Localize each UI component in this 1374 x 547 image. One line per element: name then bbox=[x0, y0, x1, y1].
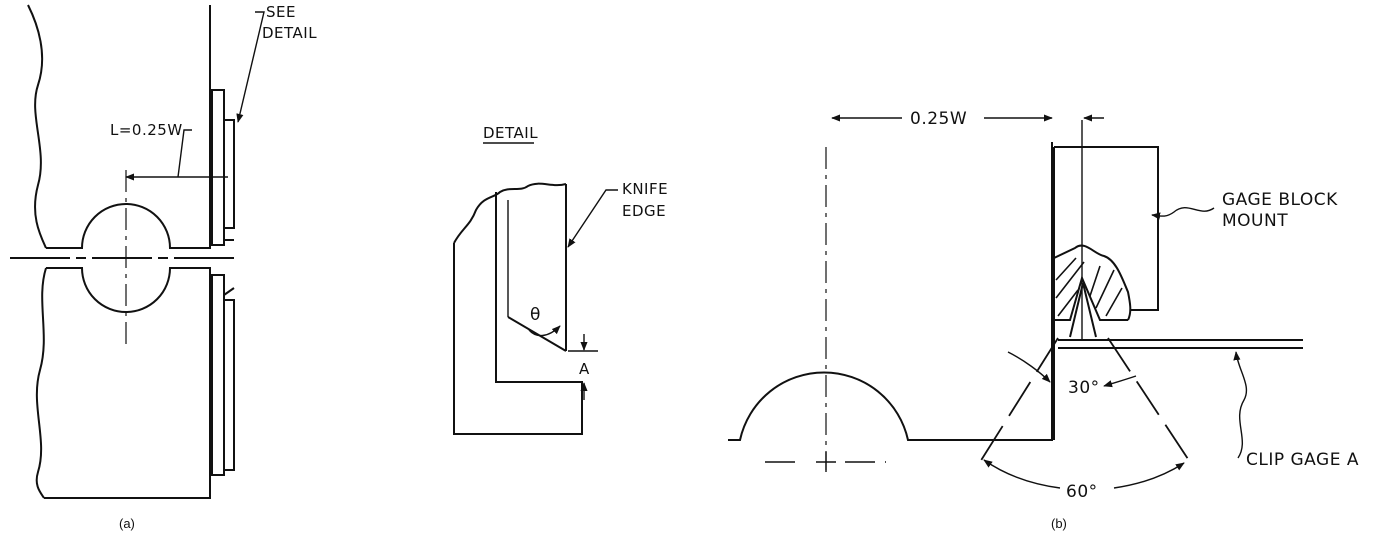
detail-section: DETAIL bbox=[453, 124, 618, 435]
svg-text:EDGE: EDGE bbox=[622, 202, 666, 220]
caption-b: (b) bbox=[1051, 516, 1067, 531]
width-label: 0.25W bbox=[910, 109, 967, 129]
angle-60-label: 60° bbox=[1066, 482, 1098, 502]
caption-a: (a) bbox=[119, 516, 135, 531]
panel-b-specimen bbox=[728, 114, 1303, 489]
svg-text:MOUNT: MOUNT bbox=[1222, 211, 1288, 231]
gage-block-mount-label: GAGE BLOCK MOUNT bbox=[1222, 190, 1338, 231]
knife-edge-label: KNIFE EDGE bbox=[622, 180, 668, 220]
svg-text:GAGE BLOCK: GAGE BLOCK bbox=[1222, 190, 1338, 210]
svg-text:SEE: SEE bbox=[266, 3, 296, 21]
detail-title: DETAIL bbox=[483, 124, 538, 142]
dimension-a-label: A bbox=[579, 360, 590, 378]
svg-text:DETAIL: DETAIL bbox=[262, 24, 317, 42]
clip-gage-label: CLIP GAGE A bbox=[1246, 450, 1359, 470]
see-detail-label: SEE DETAIL bbox=[262, 3, 317, 42]
length-label: L=0.25W bbox=[110, 121, 183, 139]
panel-a-specimen bbox=[10, 4, 265, 499]
angle-30-label: 30° bbox=[1068, 378, 1100, 398]
svg-text:KNIFE: KNIFE bbox=[622, 180, 668, 198]
theta-symbol: θ bbox=[530, 305, 541, 325]
